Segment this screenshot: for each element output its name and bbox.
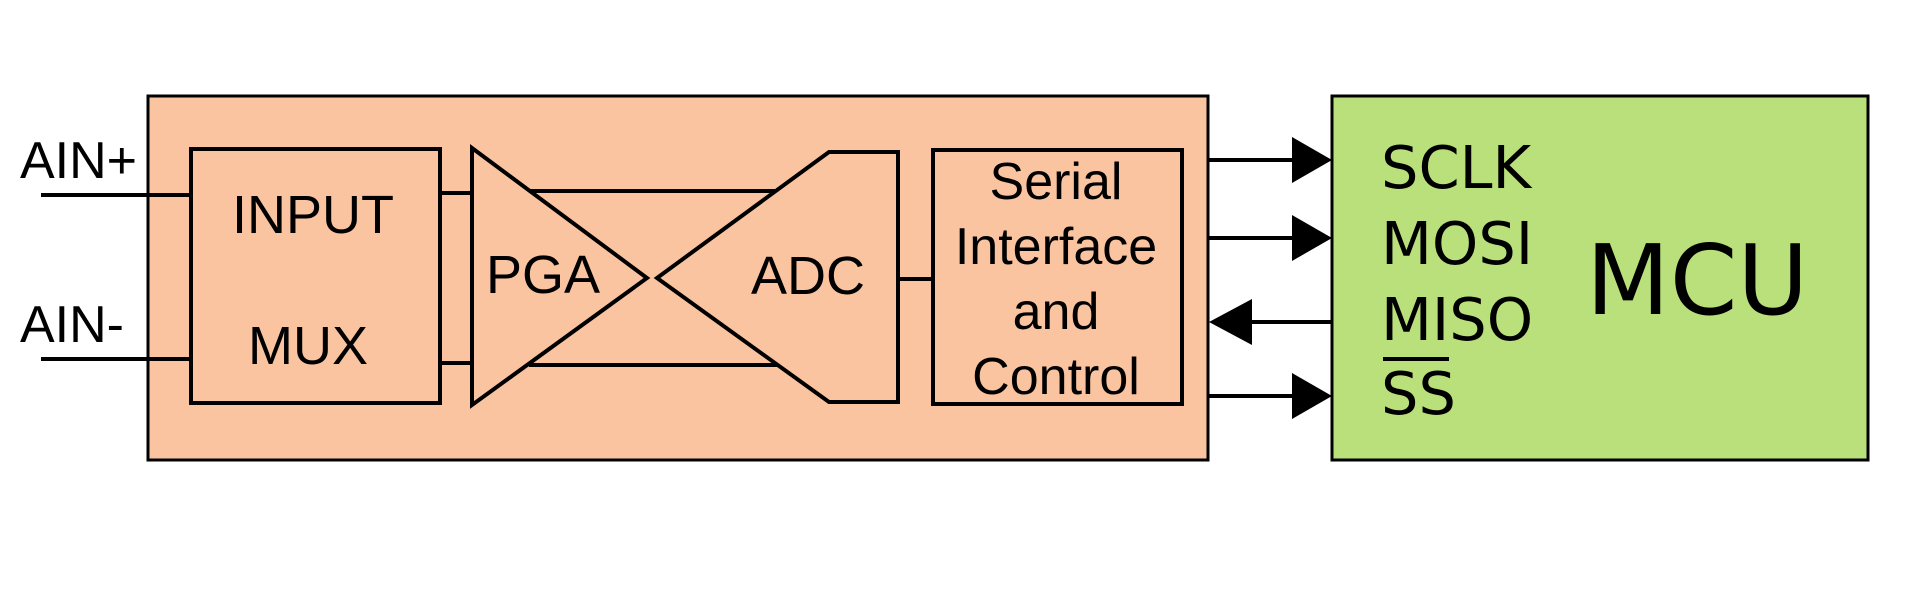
serial-label-line2: Interface xyxy=(955,218,1157,276)
ss-arrow-icon xyxy=(1292,373,1332,419)
adc-label: ADC xyxy=(751,246,865,306)
mux-label-line2: MUX xyxy=(248,316,368,376)
serial-interface-block xyxy=(931,148,1184,406)
sclk-arrow-icon xyxy=(1292,137,1332,183)
adc-chip-block xyxy=(146,94,1210,462)
mcu-label: MCU xyxy=(1586,224,1808,337)
pga-label: PGA xyxy=(486,245,600,305)
pga-amplifier-triangle xyxy=(470,144,651,409)
miso-arrow-icon xyxy=(1209,299,1252,345)
ain-plus-label: AIN+ xyxy=(20,132,137,190)
serial-label-line3: and xyxy=(1013,283,1100,341)
mcu-block xyxy=(1330,94,1870,462)
input-mux-block xyxy=(189,147,442,405)
miso-label: MISO xyxy=(1381,285,1533,354)
mux-label-line1: INPUT xyxy=(232,185,394,245)
sclk-label: SCLK xyxy=(1381,133,1533,202)
mosi-arrow-icon xyxy=(1292,215,1332,261)
mosi-label: MOSI xyxy=(1381,209,1533,278)
serial-label-line4: Control xyxy=(972,348,1140,406)
serial-label-line1: Serial xyxy=(990,153,1123,211)
ss-label: SS xyxy=(1381,359,1456,428)
ain-minus-label: AIN- xyxy=(20,296,124,354)
